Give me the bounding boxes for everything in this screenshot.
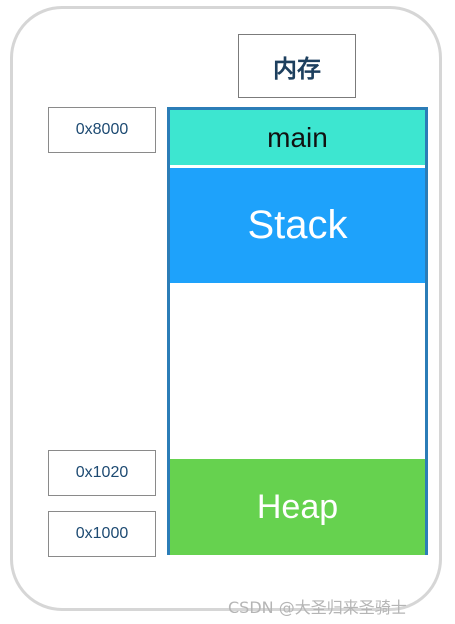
main-segment: main (170, 110, 425, 165)
diagram-frame (10, 6, 442, 611)
stack-segment: Stack (170, 168, 425, 283)
memory-block: main Stack Heap (167, 107, 428, 555)
memory-title: 内存 (238, 34, 356, 98)
address-label-heap-bottom: 0x1000 (48, 511, 156, 557)
address-label-heap-top: 0x1020 (48, 450, 156, 496)
address-label-top: 0x8000 (48, 107, 156, 153)
heap-segment: Heap (170, 459, 425, 555)
watermark: CSDN @大圣归来圣骑士 (228, 598, 407, 617)
